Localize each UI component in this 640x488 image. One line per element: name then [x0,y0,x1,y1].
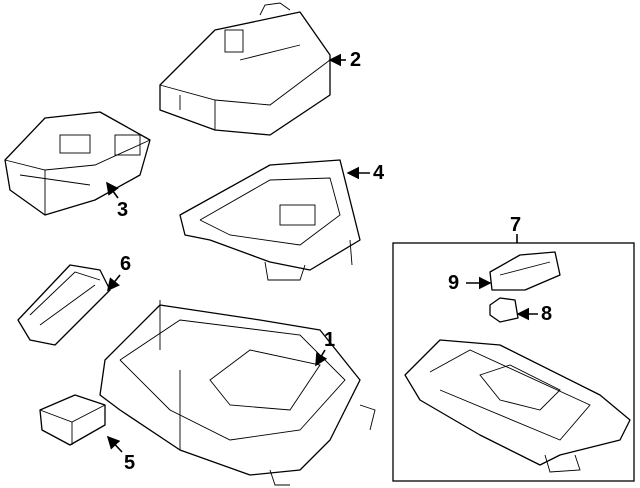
callout-7: 7 [510,214,522,236]
part-8-bracket[interactable] [489,297,519,323]
part-3-module[interactable] [4,111,151,216]
callout-9: 9 [448,272,460,294]
callout-2: 2 [350,49,362,71]
callout-3-arrow [106,181,119,199]
part-7-group-box [392,242,635,482]
part-9-bracket[interactable] [489,251,561,291]
callout-6: 6 [120,253,132,275]
part-4-bracket[interactable] [179,159,361,281]
callout-8: 8 [541,303,553,325]
part-7-frame[interactable] [404,339,631,473]
callout-5-arrow [106,435,123,453]
part-5-sensor[interactable] [39,394,106,446]
callout-6-arrow [107,274,121,292]
part-6-module[interactable] [17,264,111,346]
part-1-housing[interactable] [99,300,376,486]
part-2-module[interactable] [159,2,331,136]
callout-1: 1 [324,329,336,351]
callout-1-arrow [315,349,328,367]
callout-3: 3 [117,199,129,221]
callout-5: 5 [124,452,136,474]
callout-4: 4 [373,162,385,184]
